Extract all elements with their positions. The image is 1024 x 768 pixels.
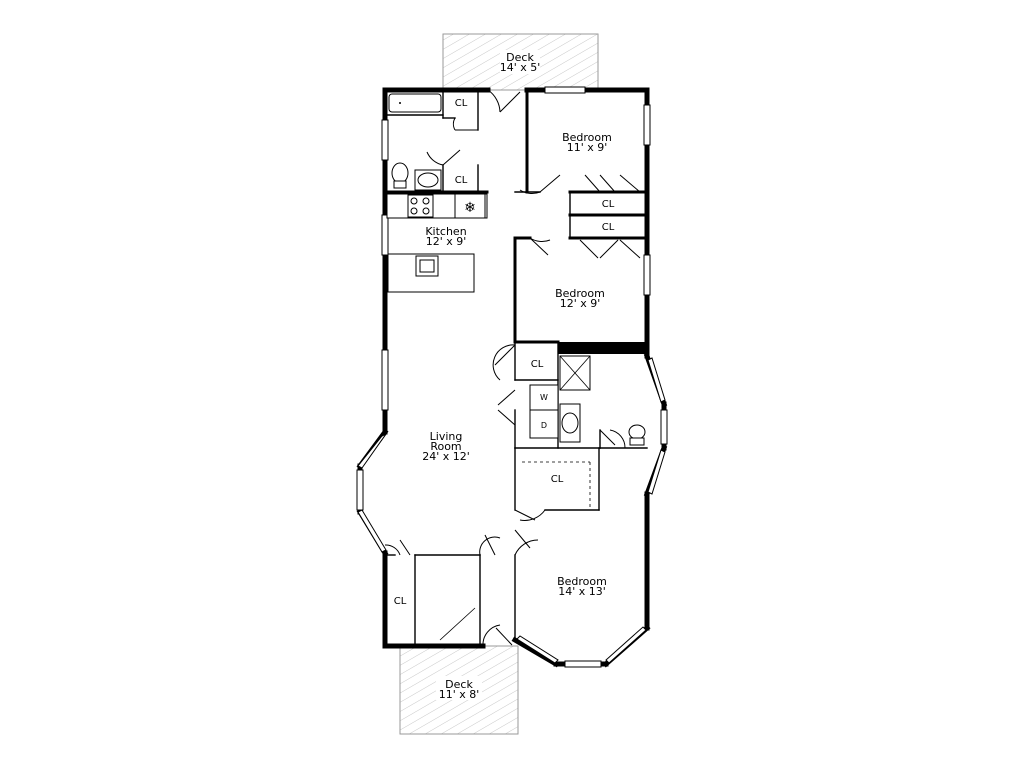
doors xyxy=(384,89,641,647)
closet-label: CL xyxy=(455,98,468,109)
washer-label: W xyxy=(540,393,548,402)
living-dims: 24' x 12' xyxy=(422,450,470,463)
kitchen-sink-icon xyxy=(415,255,439,277)
closet-label: CL xyxy=(551,474,564,485)
svg-text:❄: ❄ xyxy=(464,200,476,216)
deck-top-name: Deck xyxy=(506,51,534,64)
fixtures: ❄ xyxy=(388,93,646,446)
bathtub-icon xyxy=(388,93,442,113)
dryer-label: D xyxy=(541,421,547,430)
closet-label: CL xyxy=(602,199,615,210)
deck-bottom-dims: 11' x 8' xyxy=(439,688,480,701)
bedroom-mid-dims: 12' x 9' xyxy=(560,297,601,310)
kitchen-dims: 12' x 9' xyxy=(426,235,467,248)
bedroom-top-dims: 11' x 9' xyxy=(567,141,608,154)
bedroom-bottom-dims: 14' x 13' xyxy=(558,585,606,598)
sink-icon xyxy=(414,169,442,191)
living-name-2: Room xyxy=(430,440,461,453)
kitchen-name: Kitchen xyxy=(425,225,466,238)
deck-bottom: Deck 11' x 8' xyxy=(399,645,519,735)
windows xyxy=(356,86,668,668)
toilet-icon xyxy=(391,162,409,189)
bedroom-top-name: Bedroom xyxy=(562,131,612,144)
deck-bottom-name: Deck xyxy=(445,678,473,691)
closet-label: CL xyxy=(602,222,615,233)
closet-label: CL xyxy=(394,596,407,607)
bedroom-mid-name: Bedroom xyxy=(555,287,605,300)
bedroom-bottom-name: Bedroom xyxy=(557,575,607,588)
living-name-1: Living xyxy=(430,430,463,443)
labels: CL CL Bedroom 11' x 9' CL CL Kitchen 12'… xyxy=(394,98,615,607)
refrigerator-icon: ❄ xyxy=(454,193,486,219)
closet-label: CL xyxy=(531,359,544,370)
bath-sink-icon xyxy=(559,403,581,443)
stove-icon xyxy=(407,194,434,218)
closet-label: CL xyxy=(455,175,468,186)
deck-top: Deck 14' x 5' xyxy=(442,33,599,91)
toilet-2-icon xyxy=(628,424,646,446)
deck-top-dims: 14' x 5' xyxy=(500,61,541,74)
